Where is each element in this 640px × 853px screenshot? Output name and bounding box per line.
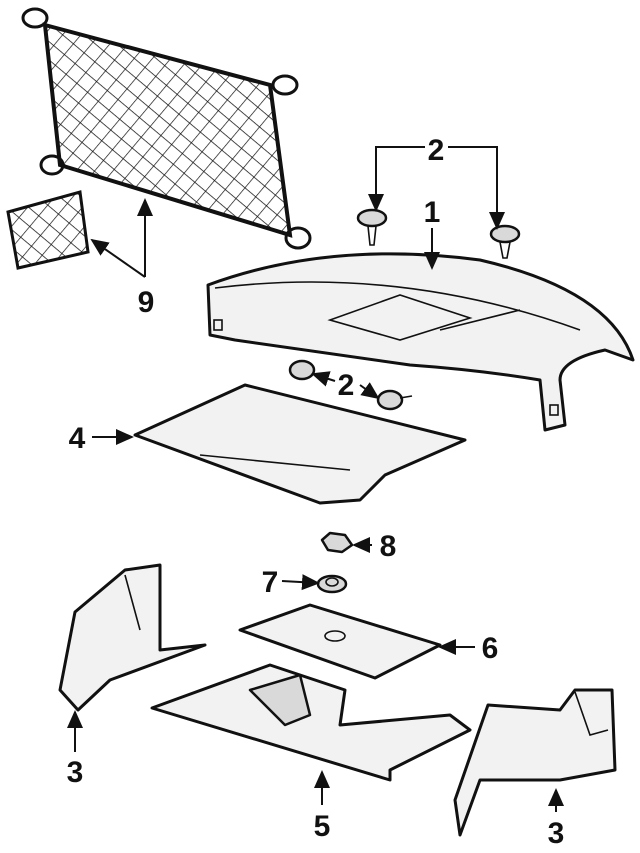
- callout-5: 5: [314, 810, 331, 843]
- callout-3-left: 3: [67, 756, 84, 789]
- callout-3-right: 3: [548, 817, 565, 850]
- callout-4: 4: [69, 422, 86, 455]
- push-pin-mid-right: [376, 389, 413, 411]
- callout-7: 7: [262, 566, 279, 599]
- callout-1: 1: [424, 196, 441, 229]
- push-pin-mid-left: [288, 359, 316, 381]
- cargo-net-small: [6, 190, 90, 270]
- package-tray: [206, 252, 635, 432]
- callout-9: 9: [138, 286, 155, 319]
- leaders: [67, 146, 564, 812]
- callout-8: 8: [380, 530, 397, 563]
- callout-6: 6: [482, 632, 499, 665]
- push-pin-right-top: [489, 224, 521, 259]
- retainer-clip: [320, 531, 354, 554]
- cargo-net-large: [21, 7, 312, 250]
- side-trim-left: [58, 563, 207, 712]
- trunk-floor: [150, 663, 472, 782]
- callout-2-top: 2: [428, 134, 445, 167]
- grommet: [316, 574, 348, 594]
- callout-2-mid: 2: [338, 369, 355, 402]
- push-pin-left-top: [356, 208, 388, 246]
- trunk-mat: [133, 383, 467, 505]
- side-trim-right: [453, 688, 617, 837]
